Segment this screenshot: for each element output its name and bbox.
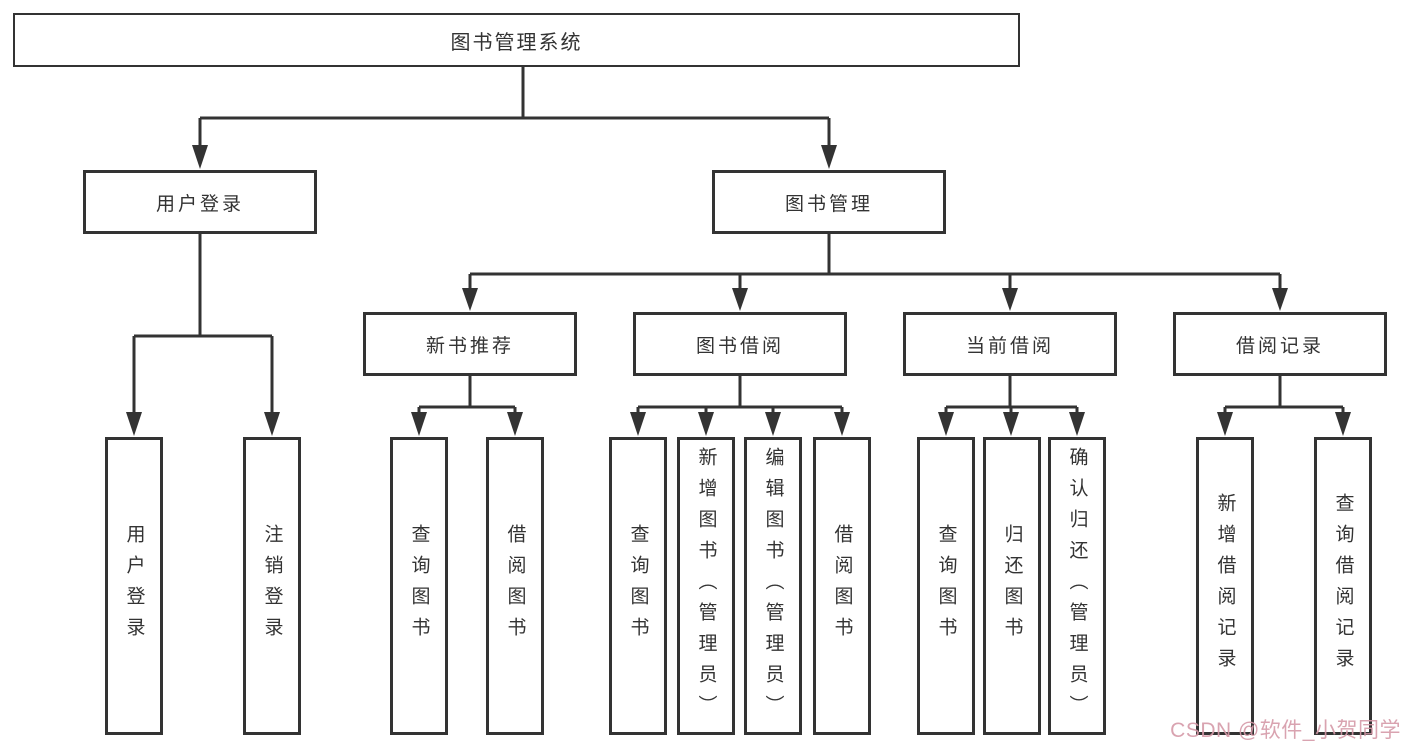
leaf-label: 查询图书 (627, 524, 649, 648)
leaf-label: 归还图书 (1001, 524, 1023, 648)
connector-userlogin-to-leaves (132, 233, 274, 414)
leaf-label: 查询图书 (408, 524, 430, 648)
node-label: 图书管理系统 (450, 31, 583, 54)
leaf-logout: 注销登录 (243, 437, 301, 735)
node-new-book-recommend: 新书推荐 (363, 312, 577, 376)
node-book-management: 图书管理 (712, 170, 946, 234)
node-current-borrow: 当前借阅 (903, 312, 1117, 376)
connector-root-to-level1 (198, 67, 831, 147)
leaf-query-borrow-record: 查询借阅记录 (1314, 437, 1372, 735)
leaf-confirm-return-admin: 确认归还（管理员） (1048, 437, 1106, 735)
connector-bookmgmt-to-groups (468, 233, 1282, 290)
leaf-return-books: 归还图书 (983, 437, 1041, 735)
leaf-label: 新增图书（管理员） (695, 446, 717, 726)
leaf-query-books: 查询图书 (917, 437, 975, 735)
connector-currentborrow-to-leaves (944, 376, 1079, 414)
leaf-label: 借阅图书 (831, 524, 853, 648)
node-label: 图书借阅 (695, 335, 784, 357)
leaf-user-login: 用户登录 (105, 437, 163, 735)
node-label: 新书推荐 (425, 335, 514, 357)
connector-borrowrecords-to-leaves (1223, 376, 1345, 414)
node-borrow-records: 借阅记录 (1173, 312, 1387, 376)
leaf-label: 借阅图书 (504, 524, 526, 648)
leaf-label: 确认归还（管理员） (1066, 446, 1088, 726)
node-root-system: 图书管理系统 (13, 13, 1020, 67)
leaf-query-books: 查询图书 (609, 437, 667, 735)
leaf-borrow-books: 借阅图书 (486, 437, 544, 735)
connector-newbook-to-leaves (417, 376, 517, 414)
leaf-add-borrow-record: 新增借阅记录 (1196, 437, 1254, 735)
node-label: 借阅记录 (1235, 335, 1324, 357)
connector-bookborrow-to-leaves (636, 376, 844, 414)
leaf-query-books: 查询图书 (390, 437, 448, 735)
leaf-label: 用户登录 (123, 524, 145, 648)
node-user-login: 用户登录 (83, 170, 317, 234)
leaf-edit-books-admin: 编辑图书（管理员） (744, 437, 802, 735)
watermark-csdn: CSDN @软件_小贺同学 (1170, 719, 1401, 742)
leaf-label: 查询图书 (935, 524, 957, 648)
node-label: 用户登录 (155, 193, 244, 215)
leaf-label: 查询借阅记录 (1332, 493, 1354, 679)
node-book-borrow: 图书借阅 (633, 312, 847, 376)
leaf-label: 编辑图书（管理员） (762, 446, 784, 726)
leaf-add-books-admin: 新增图书（管理员） (677, 437, 735, 735)
node-label: 图书管理 (784, 193, 873, 215)
leaf-borrow-books: 借阅图书 (813, 437, 871, 735)
leaf-label: 新增借阅记录 (1214, 493, 1236, 679)
leaf-label: 注销登录 (261, 524, 283, 648)
node-label: 当前借阅 (965, 335, 1054, 357)
arrowheads (126, 145, 1351, 436)
